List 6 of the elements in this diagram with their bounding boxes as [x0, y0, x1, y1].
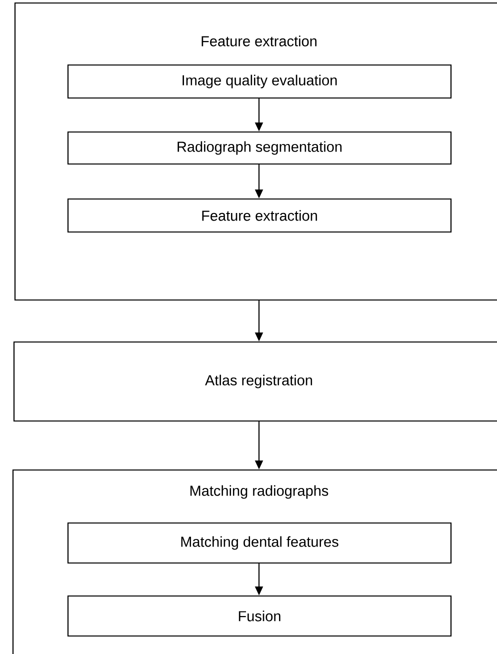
process-box: Matching dental features: [67, 522, 452, 564]
stage-panel: Atlas registration: [13, 341, 497, 422]
process-box: Radiograph segmentation: [67, 131, 452, 165]
process-box: Fusion: [67, 595, 452, 637]
process-box: Image quality evaluation: [67, 64, 452, 99]
process-box: Feature extraction: [67, 198, 452, 233]
